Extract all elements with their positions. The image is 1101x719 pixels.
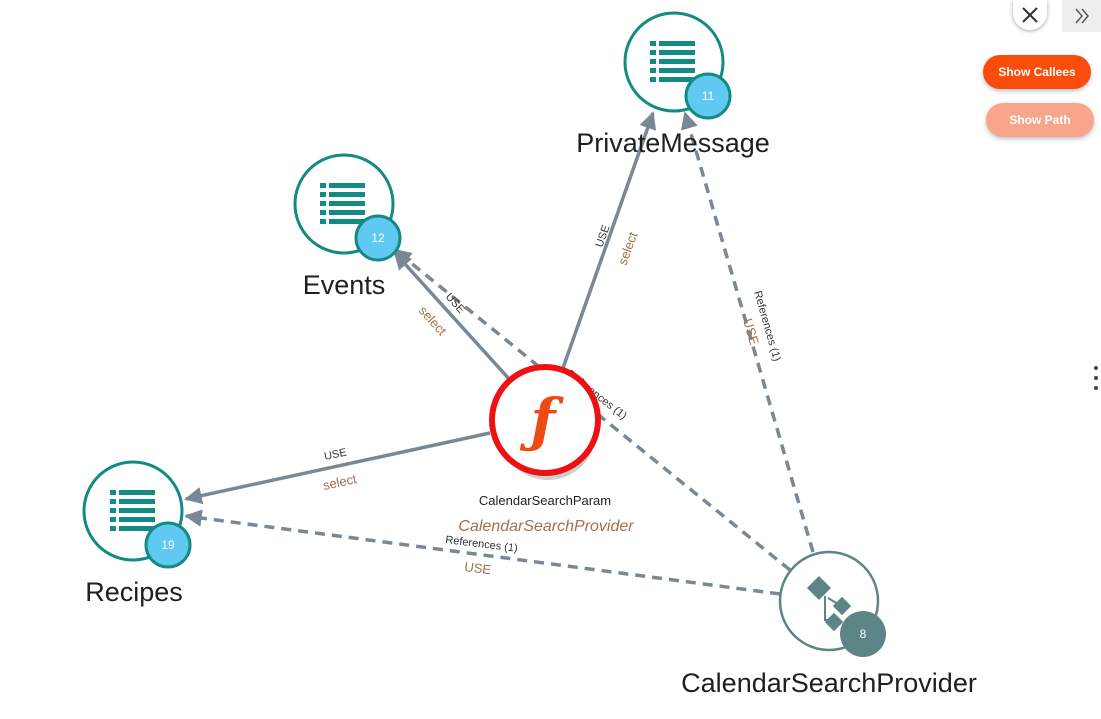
table-icon — [650, 41, 695, 82]
more-options-icon[interactable] — [1090, 366, 1101, 390]
count-badge: 19 — [144, 521, 192, 569]
edge-label-use: USE — [323, 446, 348, 462]
node-title: Events — [303, 270, 386, 300]
node-title: CalendarSearchProvider — [681, 668, 977, 698]
edge-provider-to-recipes-references[interactable] — [184, 509, 781, 596]
node-calendar-search-provider[interactable]: 8 CalendarSearchProvider — [681, 550, 977, 698]
node-title: PrivateMessage — [576, 128, 770, 158]
table-icon — [110, 490, 155, 531]
count-badge: 8 — [840, 611, 886, 657]
count-badge-value: 8 — [860, 627, 867, 641]
node-subtitle: CalendarSearchProvider — [458, 518, 634, 535]
edge-param-to-recipes[interactable] — [184, 431, 491, 505]
edge-label-use: USE — [740, 317, 762, 347]
edge-label-select: select — [322, 471, 359, 493]
edge-param-to-private-message[interactable] — [561, 111, 657, 369]
node-recipes[interactable]: 19 Recipes — [82, 460, 192, 607]
edge-label-use: USE — [464, 559, 493, 577]
count-badge: 11 — [684, 72, 732, 120]
node-calendar-search-param[interactable]: ƒ CalendarSearchParam CalendarSearchProv… — [458, 364, 634, 535]
count-badge-value: 19 — [161, 538, 175, 552]
node-title: Recipes — [85, 577, 183, 607]
package-icon — [806, 575, 852, 632]
node-title: CalendarSearchParam — [479, 493, 611, 508]
count-badge-value: 11 — [702, 89, 715, 103]
edge-label-select: select — [615, 230, 641, 267]
kebab-dot — [1094, 376, 1098, 380]
close-icon — [1022, 7, 1038, 23]
count-badge: 12 — [354, 214, 402, 262]
kebab-dot — [1094, 386, 1098, 390]
close-button[interactable] — [1013, 0, 1047, 30]
node-private-message[interactable]: 11 PrivateMessage — [576, 11, 770, 158]
edge-param-to-events[interactable] — [393, 251, 512, 382]
double-chevron-right-icon — [1074, 8, 1089, 24]
show-path-button[interactable]: Show Path — [986, 103, 1094, 137]
edge-provider-to-private-message-references[interactable] — [681, 111, 815, 553]
edges — [184, 111, 815, 596]
node-events[interactable]: 12 Events — [293, 153, 402, 300]
table-icon — [320, 183, 365, 224]
count-badge-value: 12 — [371, 231, 385, 245]
show-callees-button[interactable]: Show Callees — [983, 55, 1091, 89]
kebab-dot — [1094, 366, 1098, 370]
expand-panel-button[interactable] — [1062, 0, 1101, 32]
